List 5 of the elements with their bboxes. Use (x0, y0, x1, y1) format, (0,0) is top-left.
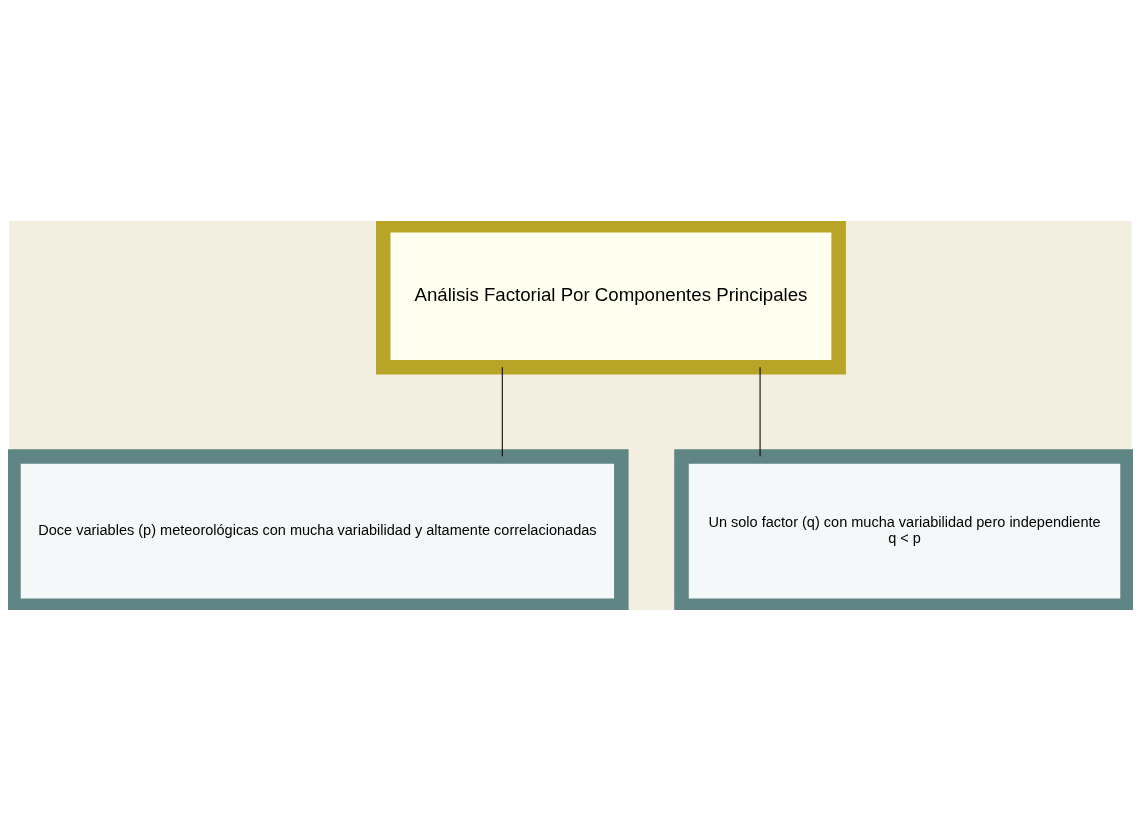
node-box: Un solo factor (q) con mucha variabilidad pero independiente q < p (674, 449, 1133, 610)
connector (501, 366, 503, 457)
connector (759, 366, 761, 457)
node-box: Análisis Factorial Por Componentes Principales (376, 221, 846, 375)
node-box: Doce variables (p) meteorológicas con mucha variabilidad y altamente correlacionadas (8, 449, 629, 610)
